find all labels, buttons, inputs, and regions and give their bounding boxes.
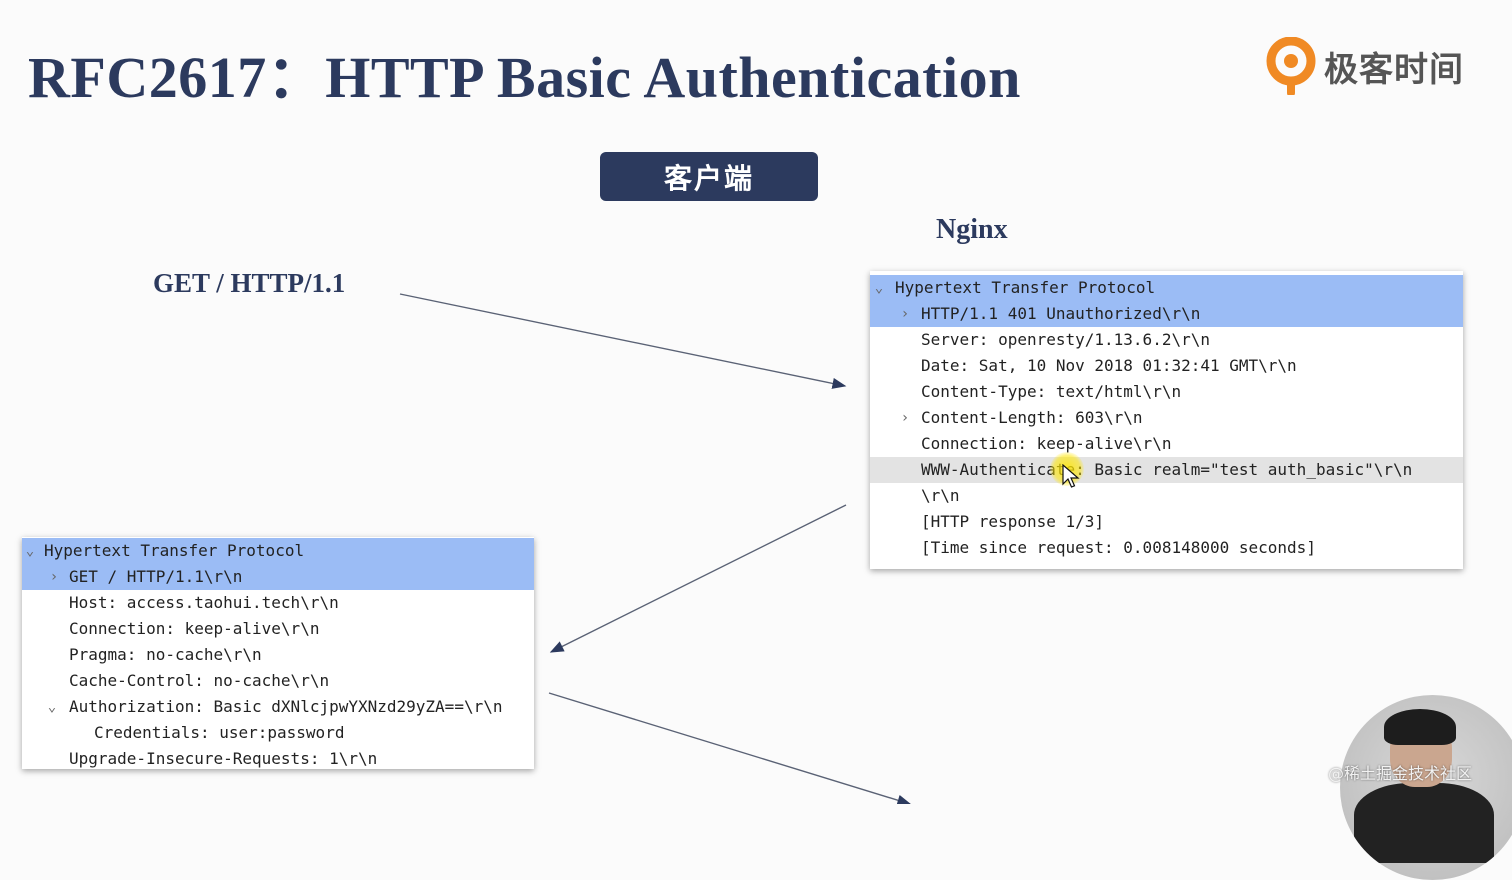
packet-row-text: WWW-Authenticate: Basic realm="test auth… [921, 460, 1413, 479]
packet-row[interactable]: Connection: keep-alive\r\n [870, 431, 1463, 457]
client-label: 客户端 [663, 161, 754, 195]
collapse-toggle-icon[interactable]: ⌄ [874, 280, 884, 296]
packet-row[interactable]: Connection: keep-alive\r\n [22, 616, 534, 642]
packet-row-text: Credentials: user:password [94, 723, 345, 742]
client-box: 客户端 [600, 152, 818, 201]
packet-row-text: HTTP/1.1 401 Unauthorized\r\n [921, 304, 1201, 323]
packet-row-text: Upgrade-Insecure-Requests: 1\r\n [69, 749, 378, 768]
arrow-nginx-to-client [549, 504, 847, 653]
packet-row[interactable]: WWW-Authenticate: Basic realm="test auth… [870, 457, 1463, 483]
packet-row[interactable]: Pragma: no-cache\r\n [22, 642, 534, 668]
watermark: @稀土掘金技术社区 [1328, 764, 1473, 783]
logo-text: 极客时间 [1324, 49, 1464, 90]
response-packet-panel: ⌄ Hypertext Transfer Protocol › HTTP/1.1 40… [870, 271, 1463, 569]
packet-row-text: Content-Length: 603\r\n [921, 408, 1143, 427]
packet-row-text: Pragma: no-cache\r\n [69, 645, 262, 664]
packet-row[interactable]: Server: openresty/1.13.6.2\r\n [870, 327, 1463, 353]
geektime-logo: 极客时间 [1266, 36, 1464, 96]
packet-row-text: \r\n [921, 486, 960, 505]
packet-row-text: Connection: keep-alive\r\n [69, 619, 320, 638]
packet-row-text: Host: access.taohui.tech\r\n [69, 593, 339, 612]
flow-arrows [399, 293, 912, 804]
packet-row[interactable]: \r\n [870, 483, 1463, 509]
packet-row-text: Date: Sat, 10 Nov 2018 01:32:41 GMT\r\n [921, 356, 1297, 375]
packet-row[interactable]: ⌄ Hypertext Transfer Protocol [22, 538, 534, 564]
packet-row[interactable]: [Time since request: 0.008148000 seconds… [870, 535, 1463, 561]
geektime-logo-icon [1266, 37, 1316, 95]
mouse-cursor-icon [1062, 464, 1080, 488]
packet-row[interactable]: Date: Sat, 10 Nov 2018 01:32:41 GMT\r\n [870, 353, 1463, 379]
arrow-request-to-nginx [399, 293, 847, 389]
packet-row-text: GET / HTTP/1.1\r\n [69, 567, 243, 586]
collapse-toggle-icon[interactable]: ⌄ [47, 699, 57, 715]
packet-row[interactable]: [HTTP response 1/3] [870, 509, 1463, 535]
expand-toggle-icon[interactable]: › [900, 306, 910, 322]
packet-row[interactable]: › HTTP/1.1 401 Unauthorized\r\n [870, 301, 1463, 327]
packet-row-text: Hypertext Transfer Protocol [895, 278, 1156, 297]
packet-row-text: Content-Type: text/html\r\n [921, 382, 1182, 401]
expand-toggle-icon[interactable]: › [49, 569, 59, 585]
packet-row[interactable]: › Content-Length: 603\r\n [870, 405, 1463, 431]
packet-row[interactable]: Upgrade-Insecure-Requests: 1\r\n [22, 746, 534, 769]
packet-row-text: [Time since request: 0.008148000 seconds… [921, 538, 1316, 557]
presenter-webcam [1340, 695, 1512, 880]
slide-title: RFC2617：HTTP Basic Authentication [28, 45, 1021, 110]
packet-row-text: Connection: keep-alive\r\n [921, 434, 1172, 453]
packet-row[interactable]: ⌄ Authorization: Basic dXNlcjpwYXNzd29yZA… [22, 694, 534, 720]
packet-row[interactable]: › GET / HTTP/1.1\r\n [22, 564, 534, 590]
packet-row-text: Hypertext Transfer Protocol [44, 541, 305, 560]
request-line: GET / HTTP/1.1 [153, 268, 346, 298]
arrow-client-to-next [548, 692, 912, 804]
packet-row[interactable]: Credentials: user:password [22, 720, 534, 746]
collapse-toggle-icon[interactable]: ⌄ [25, 543, 35, 559]
packet-row[interactable]: Content-Type: text/html\r\n [870, 379, 1463, 405]
packet-row[interactable]: Cache-Control: no-cache\r\n [22, 668, 534, 694]
packet-row[interactable]: Host: access.taohui.tech\r\n [22, 590, 534, 616]
packet-row-text: Authorization: Basic dXNlcjpwYXNzd29yZA=… [69, 697, 503, 716]
request-packet-panel: ⌄ Hypertext Transfer Protocol › GET / HTTP/… [22, 537, 534, 769]
server-label: Nginx [936, 214, 1008, 245]
expand-toggle-icon[interactable]: › [900, 410, 910, 426]
packet-row-text: Server: openresty/1.13.6.2\r\n [921, 330, 1210, 349]
packet-row[interactable]: ⌄ Hypertext Transfer Protocol [870, 275, 1463, 301]
packet-row-text: [HTTP response 1/3] [921, 512, 1105, 531]
packet-row-text: Cache-Control: no-cache\r\n [69, 671, 330, 690]
